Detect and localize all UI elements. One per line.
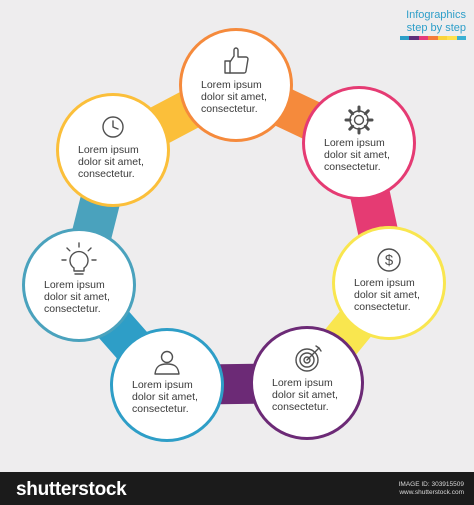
step-text-line: Lorem ipsum — [201, 79, 262, 91]
step-text-line: Lorem ipsum — [354, 277, 415, 289]
step-node-disc — [253, 329, 361, 437]
footer-logo: shutterstock — [16, 479, 127, 500]
header-color-bar — [400, 36, 466, 40]
header-color-swatch — [437, 36, 448, 40]
lightbulb-icon — [61, 242, 97, 275]
step-text-line: consectetur. — [201, 103, 258, 115]
step-node-disc — [305, 89, 413, 197]
step-text-line: Lorem ipsum — [272, 377, 333, 389]
clock-icon — [102, 116, 124, 138]
step-node-disc — [25, 231, 133, 339]
step-text-line: dolor sit amet, — [201, 91, 267, 103]
step-text-line: dolor sit amet, — [78, 156, 144, 168]
header-color-swatch — [409, 36, 419, 40]
step-node-disc — [335, 229, 443, 337]
header-title: Infographics — [406, 9, 466, 21]
footer-image-id: IMAGE ID: 303915509 — [398, 481, 464, 488]
step-text-line: consectetur. — [78, 168, 135, 180]
step-text-line: consectetur. — [272, 401, 329, 413]
footer-site: www.shutterstock.com — [399, 489, 464, 496]
step-text-line: dolor sit amet, — [324, 149, 390, 161]
header-color-swatch — [447, 36, 457, 40]
user-icon — [154, 350, 180, 375]
dollar-icon: $ — [377, 248, 401, 272]
svg-text:$: $ — [385, 252, 394, 269]
step-text-line: dolor sit amet, — [44, 291, 110, 303]
step-text-line: dolor sit amet, — [272, 389, 338, 401]
header-color-swatch — [428, 36, 438, 40]
header-subtitle: step by step — [406, 22, 466, 34]
infographics-header: Infographics step by step — [406, 9, 466, 35]
step-node-disc — [59, 96, 167, 204]
step-text-line: consectetur. — [44, 303, 101, 315]
step-text-line: dolor sit amet, — [132, 391, 198, 403]
footer-bar: shutterstock IMAGE ID: 303915509 www.shu… — [0, 472, 474, 505]
step-text-line: consectetur. — [132, 403, 189, 415]
step-text-line: Lorem ipsum — [44, 279, 105, 291]
step-text-line: Lorem ipsum — [78, 144, 139, 156]
step-node-disc — [182, 31, 290, 139]
thumbs-up-icon — [224, 47, 249, 74]
step-text-line: Lorem ipsum — [324, 137, 385, 149]
step-text-line: Lorem ipsum — [132, 379, 193, 391]
header-color-swatch — [456, 36, 466, 40]
target-icon — [295, 345, 322, 372]
header-color-swatch — [418, 36, 429, 40]
step-node-disc — [113, 331, 221, 439]
gear-icon — [344, 105, 374, 135]
header-color-swatch — [400, 36, 410, 40]
step-text-line: consectetur. — [354, 301, 411, 313]
footer-image-info: IMAGE ID: 303915509 www.shutterstock.com — [399, 481, 464, 497]
step-text-line: consectetur. — [324, 161, 381, 173]
step-text-line: dolor sit amet, — [354, 289, 420, 301]
